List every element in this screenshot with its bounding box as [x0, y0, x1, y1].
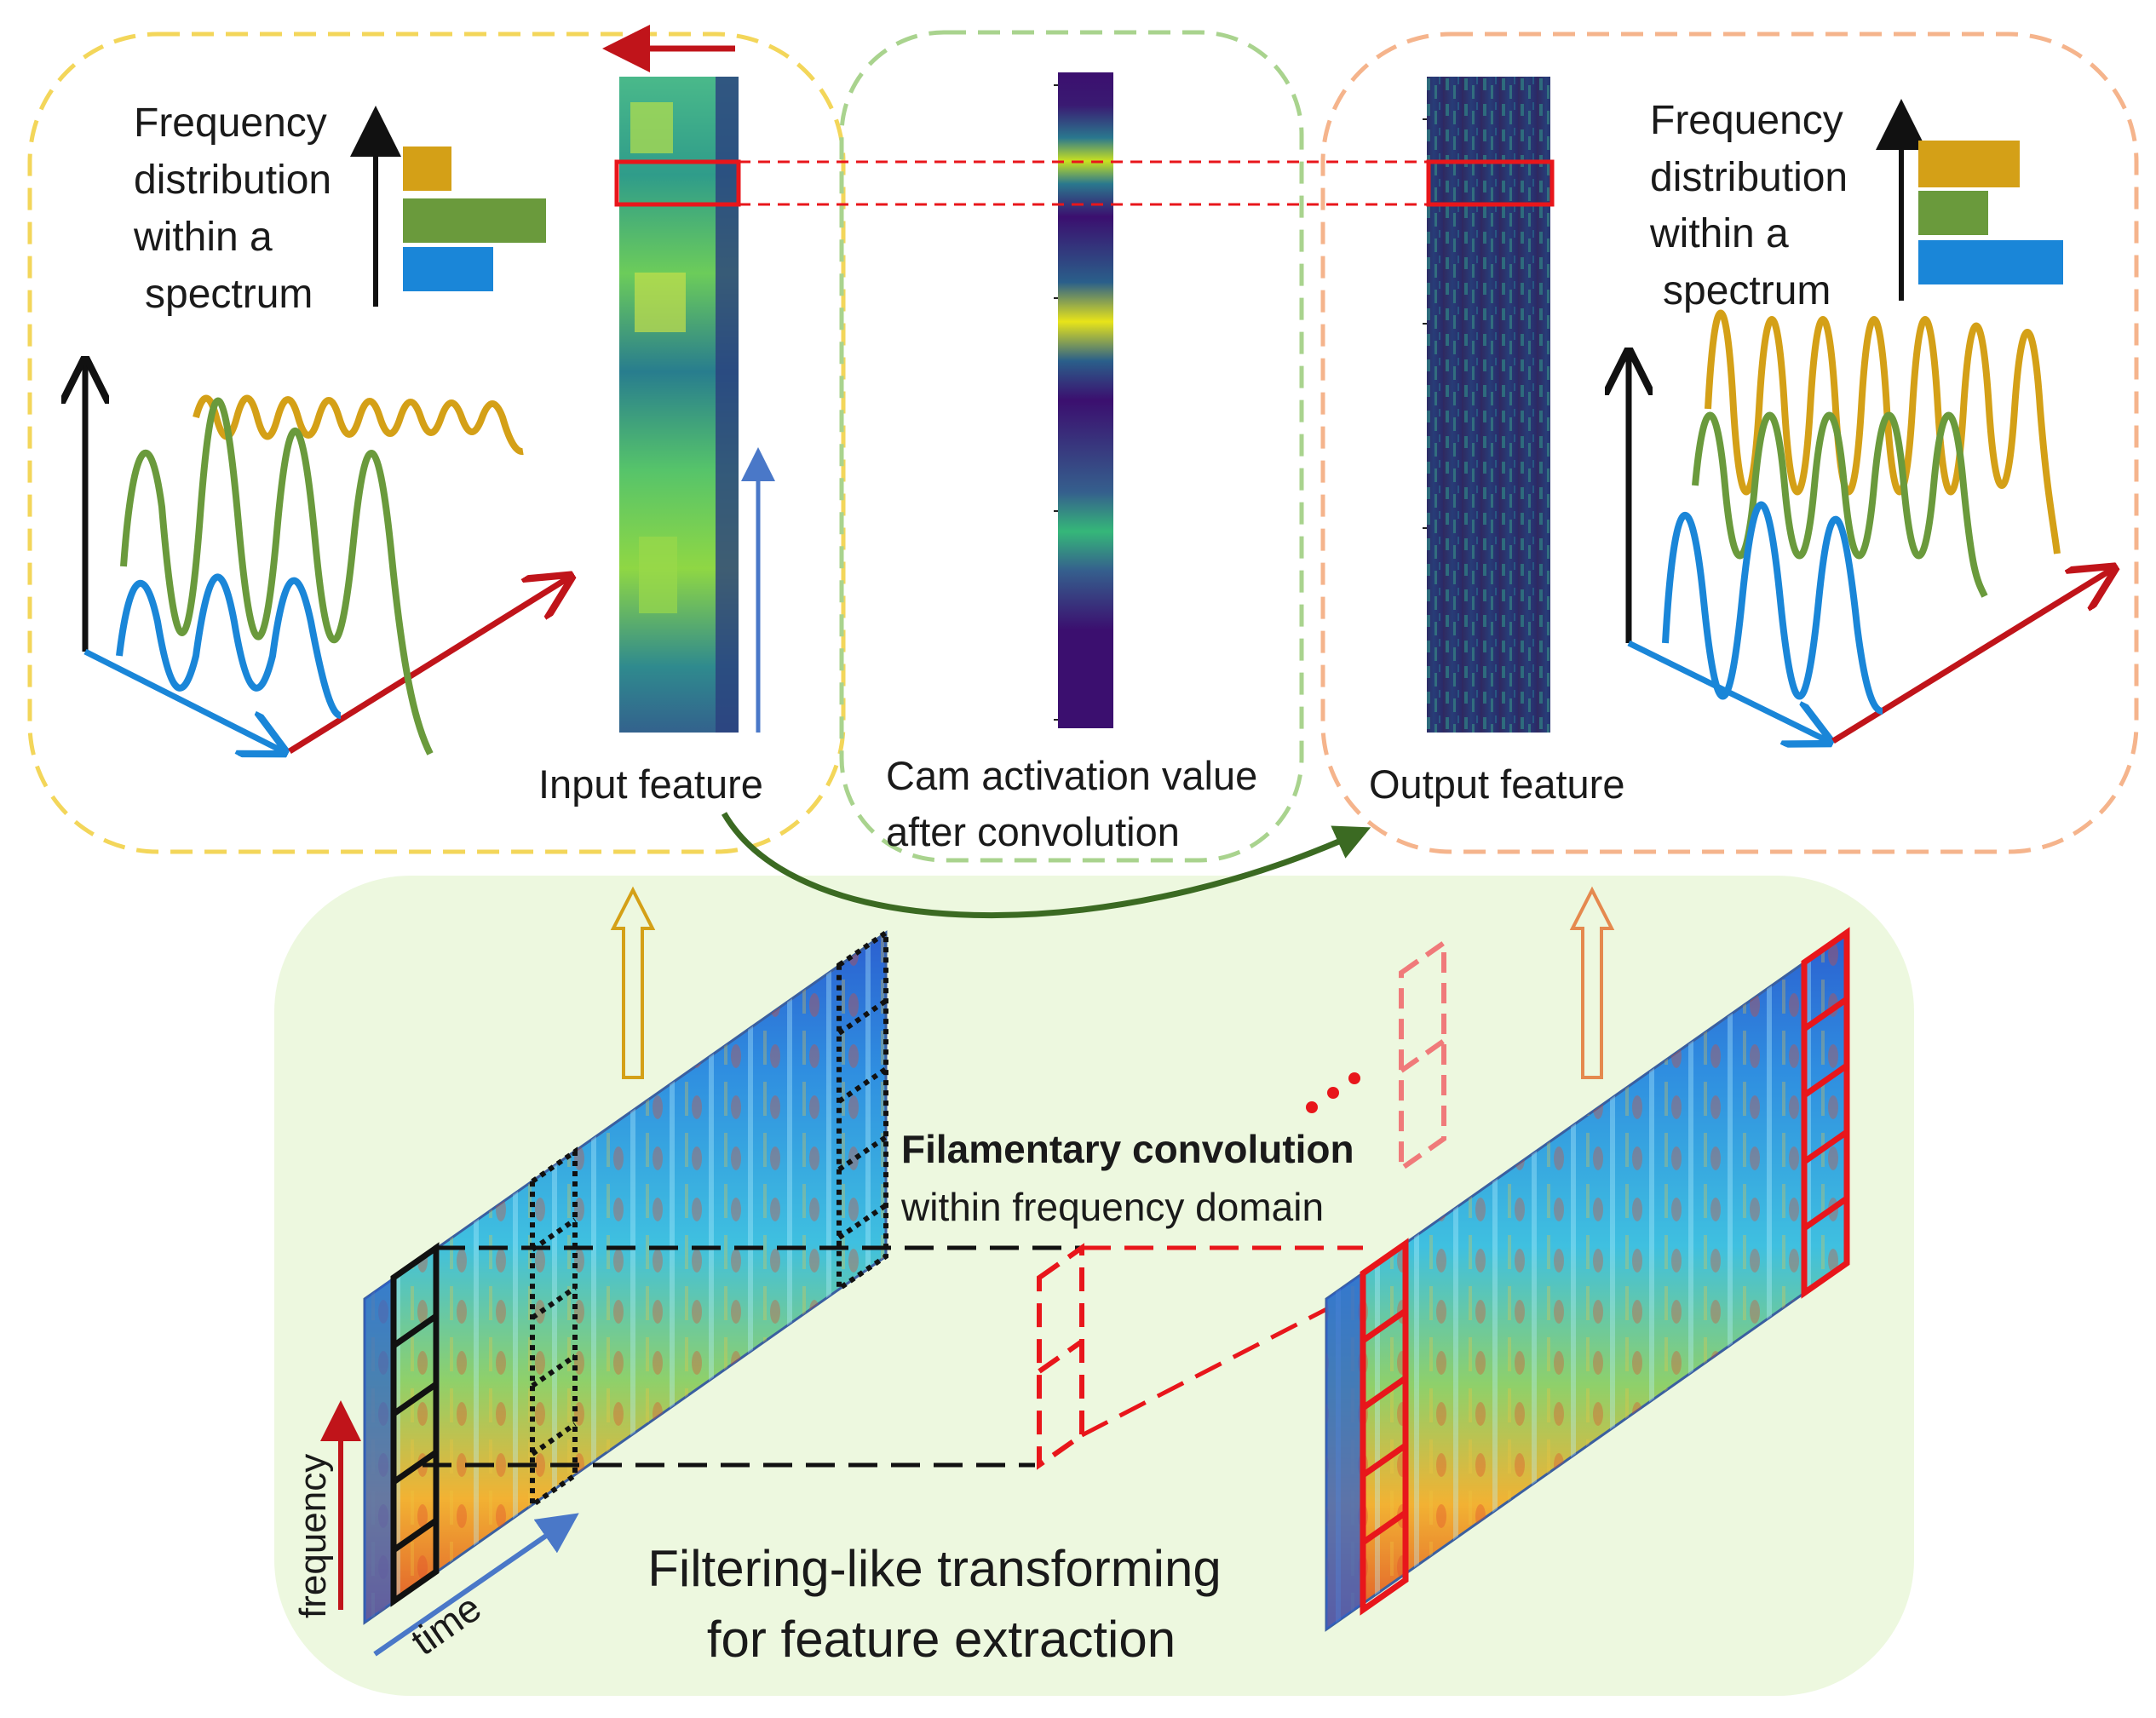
left-wave-time-axis	[83, 648, 283, 751]
left-title-line-2: distribution	[134, 158, 331, 203]
right-distribution-title: Frequency distribution within a spectrum	[1649, 98, 1848, 313]
ellipsis-dots	[1306, 1072, 1360, 1113]
left-wave-front	[116, 573, 342, 719]
input-highlight-box[interactable]	[614, 159, 741, 207]
middle-panel-border	[839, 30, 1304, 863]
cam-ticks	[1054, 84, 1058, 721]
input-feature-map	[619, 77, 739, 733]
input-spectrogram: frequency time	[292, 928, 888, 1663]
right-bar-top	[1918, 141, 2020, 187]
right-wave-freq-axis	[1831, 569, 2113, 744]
right-wave-back	[1705, 309, 2061, 554]
left-distribution-bars	[403, 147, 546, 291]
cam-label-line-2: after convolution	[886, 809, 1180, 854]
output-spectrogram	[1325, 927, 1850, 1632]
input-dotted-window-mid	[530, 1146, 578, 1510]
hollow-up-arrow-right	[1569, 886, 1615, 1079]
output-highlight-box[interactable]	[1426, 159, 1555, 207]
output-feature-column	[1427, 77, 1550, 733]
left-bar-top	[403, 147, 451, 191]
filtering-caption-line-1: Filtering-like transforming	[647, 1540, 1222, 1597]
filamentary-title: Filamentary convolution	[901, 1127, 1354, 1171]
left-title-line-4: spectrum	[145, 272, 313, 317]
input-spectrogram-edge	[365, 1278, 394, 1623]
left-wave-freq-axis	[288, 577, 569, 754]
right-title-line-2: distribution	[1650, 155, 1848, 200]
output-spectrogram-edge	[1326, 1273, 1363, 1629]
right-title-line-4: spectrum	[1663, 268, 1831, 313]
left-bar-bottom	[403, 247, 493, 291]
filter-kernel-upper	[1399, 938, 1446, 1174]
right-wave-front	[1662, 501, 1883, 715]
input-window-grid	[390, 1242, 440, 1607]
left-title-line-1: Frequency	[134, 101, 327, 146]
input-feature-blob-2	[635, 273, 686, 332]
right-bar-bottom	[1918, 240, 2063, 284]
output-window-grid-end	[1801, 927, 1850, 1299]
right-wave-plot	[1629, 309, 2113, 744]
right-distribution-bars	[1918, 141, 2063, 284]
input-dotted-window-end	[837, 928, 888, 1294]
right-bar-mid	[1918, 191, 1988, 235]
input-feature-blob-1	[630, 102, 673, 153]
input-feature-shade	[716, 77, 739, 733]
left-wave-plot	[85, 362, 569, 754]
filamentary-subtitle: within frequency domain	[900, 1185, 1324, 1229]
filtering-caption-line-2: for feature extraction	[707, 1611, 1176, 1668]
left-bar-mid	[403, 198, 546, 243]
left-wave-back	[193, 394, 524, 455]
cam-activation-column	[1058, 72, 1113, 728]
output-spectrogram-texture	[1326, 933, 1847, 1629]
input-spectrogram-texture	[365, 933, 886, 1623]
input-feature-label: Input feature	[538, 761, 763, 807]
left-wave-mid	[120, 397, 434, 756]
red-projection-bottom	[1080, 1288, 1365, 1438]
right-title-line-3: within a	[1649, 211, 1789, 256]
right-title-line-1: Frequency	[1650, 98, 1843, 143]
right-wave-mid	[1692, 411, 1988, 598]
output-ticks	[1423, 118, 1427, 529]
hollow-up-arrow-left	[610, 886, 656, 1079]
output-window-grid-start	[1360, 1238, 1409, 1616]
output-feature-label: Output feature	[1369, 761, 1624, 807]
right-panel-border	[1320, 32, 2139, 854]
left-panel-border	[27, 32, 846, 854]
filter-kernel-lower	[1037, 1243, 1084, 1470]
cam-label-line-1: Cam activation value	[886, 753, 1257, 798]
time-axis-arrow	[373, 1513, 579, 1657]
flow-arrow	[721, 812, 1371, 919]
frequency-axis-label: frequency	[292, 1454, 334, 1618]
left-distribution-title: Frequency distribution within a spectrum	[133, 101, 331, 317]
left-title-line-3: within a	[133, 215, 273, 260]
input-feature-blob-3	[639, 537, 677, 613]
